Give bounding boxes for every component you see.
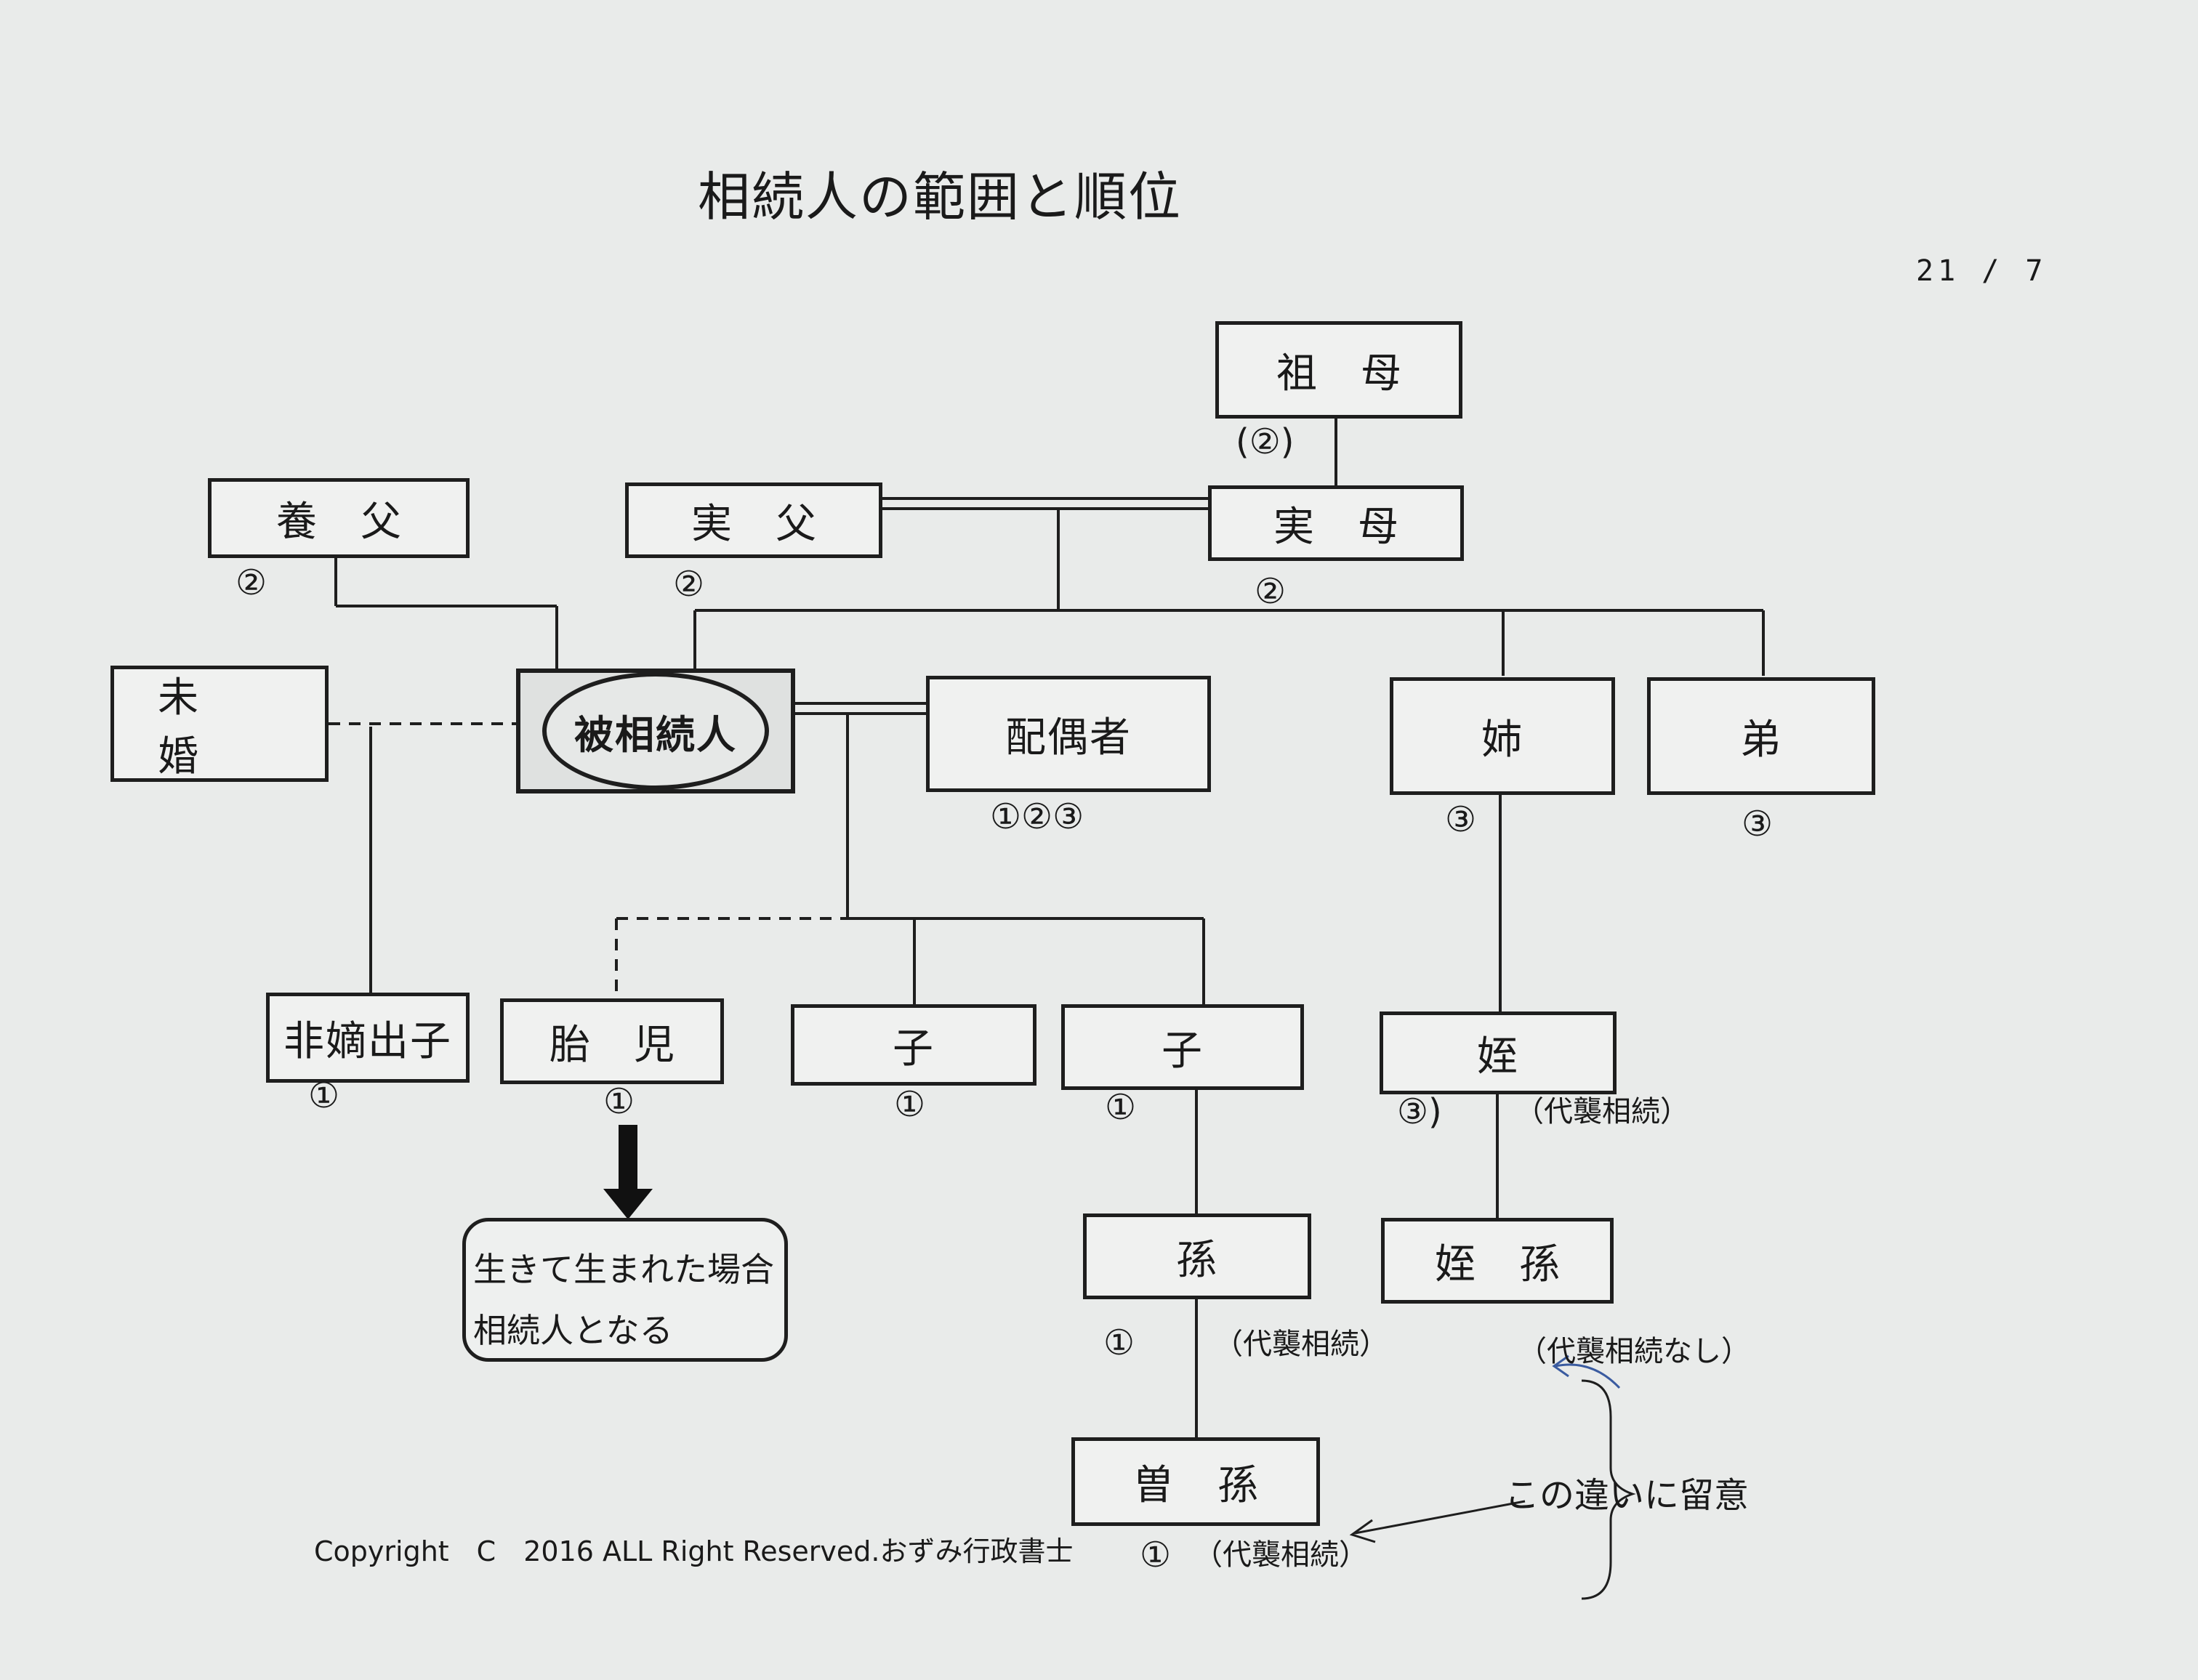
box-great-grandchild: 曽孫 xyxy=(1071,1437,1320,1526)
box-elder-sister: 姉 xyxy=(1390,677,1615,795)
rank-spouse: ①②③ xyxy=(990,796,1084,837)
arrow-line-great-grandchild xyxy=(1354,1500,1526,1535)
box-unmarried: 未婚 xyxy=(110,666,329,782)
label-grandchild-daishu: （代襲相続） xyxy=(1214,1328,1388,1361)
arrow-head-blue-icon xyxy=(1552,1354,1569,1378)
rank-grandchild: ① xyxy=(1103,1322,1135,1363)
page-number: 21 / 7 xyxy=(1916,254,2048,288)
rank-adoptive-father: ② xyxy=(236,562,267,603)
rank-great-grandchild: ① xyxy=(1140,1535,1172,1575)
rank-grandmother: (②) xyxy=(1236,421,1295,462)
box-decedent: 被相続人 xyxy=(516,669,795,793)
rank-fetus: ① xyxy=(603,1081,635,1122)
box-grandniece: 姪孫 xyxy=(1381,1218,1614,1304)
fetus-note-box: 生きて生まれた場合 相続人となる xyxy=(462,1218,788,1362)
page-title: 相続人の範囲と順位 xyxy=(698,166,1183,227)
box-spouse: 配偶者 xyxy=(926,676,1211,792)
bracket-icon xyxy=(1581,1379,1636,1600)
box-adoptive-father: 養父 xyxy=(208,478,470,558)
arrow-head-icon xyxy=(1349,1519,1376,1543)
box-child-2: 子 xyxy=(1061,1004,1304,1090)
box-illegitimate-child: 非嫡出子 xyxy=(266,993,470,1083)
rank-younger-brother: ③ xyxy=(1742,804,1774,844)
copyright-text: Copyright C 2016 ALL Right Reserved.おずみ行… xyxy=(314,1535,1074,1567)
rank-child-1: ① xyxy=(894,1084,926,1125)
fetus-note-line1: 生きて生まれた場合 xyxy=(473,1250,774,1289)
label-grandniece-no-daishu: （代襲相続なし） xyxy=(1518,1335,1750,1368)
label-great-grandchild-daishu: （代襲相続） xyxy=(1193,1538,1368,1572)
rank-elder-sister: ③ xyxy=(1445,799,1477,840)
box-biological-mother: 実母 xyxy=(1208,485,1464,561)
rank-child-2: ① xyxy=(1105,1087,1137,1128)
label-note-difference: この違いに留意 xyxy=(1505,1475,1750,1516)
box-grandchild: 孫 xyxy=(1083,1213,1311,1299)
box-biological-father: 実父 xyxy=(625,482,882,558)
decedent-ellipse: 被相続人 xyxy=(542,672,769,790)
arrow-line-blue xyxy=(1555,1363,1621,1389)
rank-nephew-niece: ③) xyxy=(1397,1091,1442,1132)
box-grandmother: 祖母 xyxy=(1215,321,1462,419)
label-nephew-daishu: （代襲相続） xyxy=(1515,1095,1689,1128)
arrow-fetus-note xyxy=(603,1125,653,1219)
fetus-note-line2: 相続人となる xyxy=(473,1311,673,1350)
box-fetus: 胎児 xyxy=(500,998,724,1084)
box-younger-brother: 弟 xyxy=(1647,677,1875,795)
box-nephew-niece: 姪 xyxy=(1380,1011,1617,1094)
box-child-1: 子 xyxy=(791,1004,1036,1086)
rank-illegitimate-child: ① xyxy=(308,1075,340,1116)
rank-biological-mother: ② xyxy=(1255,571,1287,612)
rank-biological-father: ② xyxy=(673,564,705,605)
